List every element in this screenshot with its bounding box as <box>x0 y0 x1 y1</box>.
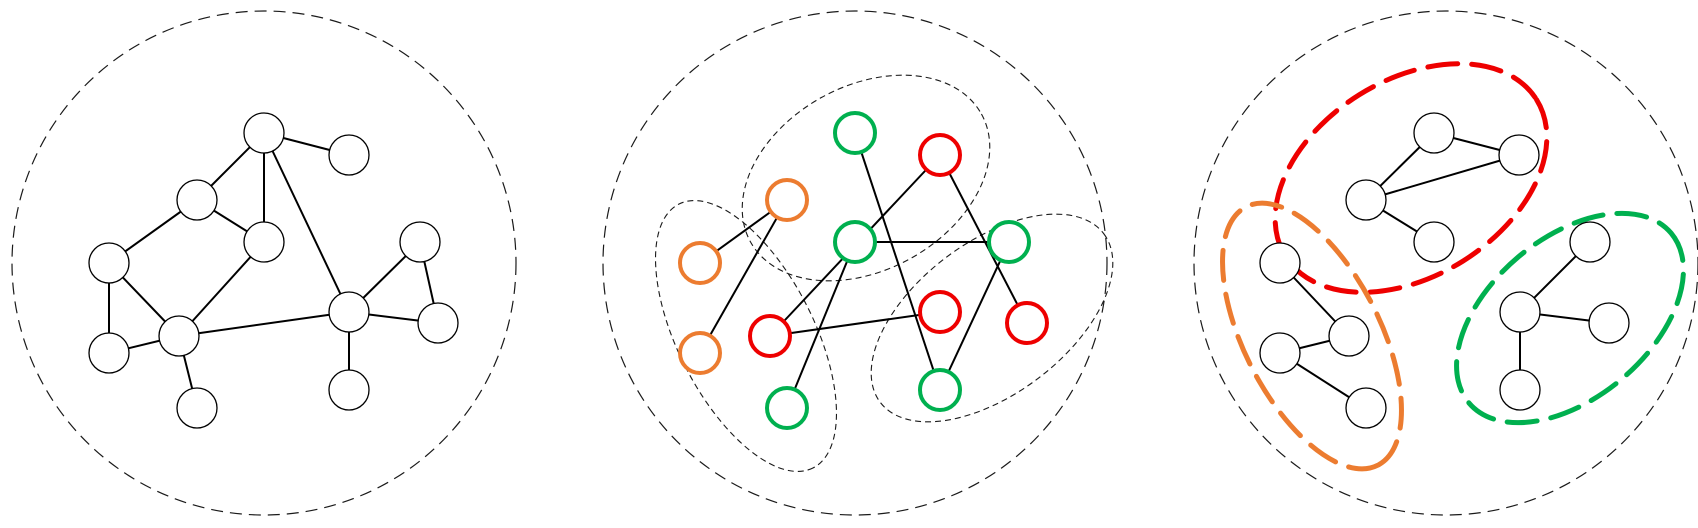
edge <box>939 154 1028 324</box>
green-graph-node <box>833 111 877 155</box>
graph-node <box>1498 134 1540 176</box>
graph-node <box>1345 179 1387 221</box>
graph-node <box>158 315 200 357</box>
graph-node <box>1413 112 1455 154</box>
outer-boundary-circle <box>602 10 1108 516</box>
orange-cluster-ellipse <box>1220 200 1404 472</box>
outer-boundary-circle <box>11 10 517 516</box>
edge <box>263 132 350 313</box>
graph-node <box>243 112 285 154</box>
green-graph-node <box>765 386 809 430</box>
graph-node <box>1569 221 1611 263</box>
graph-node <box>399 221 441 263</box>
graph-node <box>1413 221 1455 263</box>
graph-node <box>176 387 218 429</box>
green-graph-node <box>833 220 877 264</box>
orange-graph-node <box>765 178 809 222</box>
graph-node <box>88 332 130 374</box>
red-graph-node <box>1005 301 1049 345</box>
edge <box>178 311 350 337</box>
graph-node <box>328 291 370 333</box>
red-graph-node <box>918 133 962 177</box>
graph-node <box>176 179 218 221</box>
edge <box>854 132 941 391</box>
graph-node <box>1328 315 1370 357</box>
graph-node <box>1345 387 1387 429</box>
edge <box>769 311 941 337</box>
red-graph-node <box>918 290 962 334</box>
panel-mixed-membership-graph <box>602 10 1114 516</box>
edge <box>939 241 1010 391</box>
graph-node <box>328 134 370 176</box>
group-boundary-ellipse <box>741 74 991 282</box>
green-cluster-ellipse <box>1454 210 1686 426</box>
red-cluster-ellipse <box>1272 61 1550 295</box>
graph-node <box>88 242 130 284</box>
edge <box>1365 154 1520 201</box>
group-boundary-ellipse <box>870 213 1114 423</box>
edge <box>699 199 788 354</box>
green-graph-node <box>918 368 962 412</box>
outer-boundary-circle <box>1193 10 1698 516</box>
group-boundary-ellipse <box>654 200 838 472</box>
graph-node <box>1588 302 1630 344</box>
graph-node <box>417 302 459 344</box>
graph-node <box>328 369 370 411</box>
green-graph-node <box>987 220 1031 264</box>
red-graph-node <box>748 314 792 358</box>
panel-unclustered-graph <box>11 10 517 516</box>
edge <box>178 241 265 337</box>
graph-node <box>1499 291 1541 333</box>
orange-graph-node <box>678 241 722 285</box>
graph-node <box>1499 369 1541 411</box>
edge <box>786 241 856 409</box>
graph-node <box>1259 332 1301 374</box>
orange-graph-node <box>678 331 722 375</box>
panel-clustered-graph <box>1193 10 1698 516</box>
graph-node <box>243 221 285 263</box>
graph-node <box>1259 242 1301 284</box>
